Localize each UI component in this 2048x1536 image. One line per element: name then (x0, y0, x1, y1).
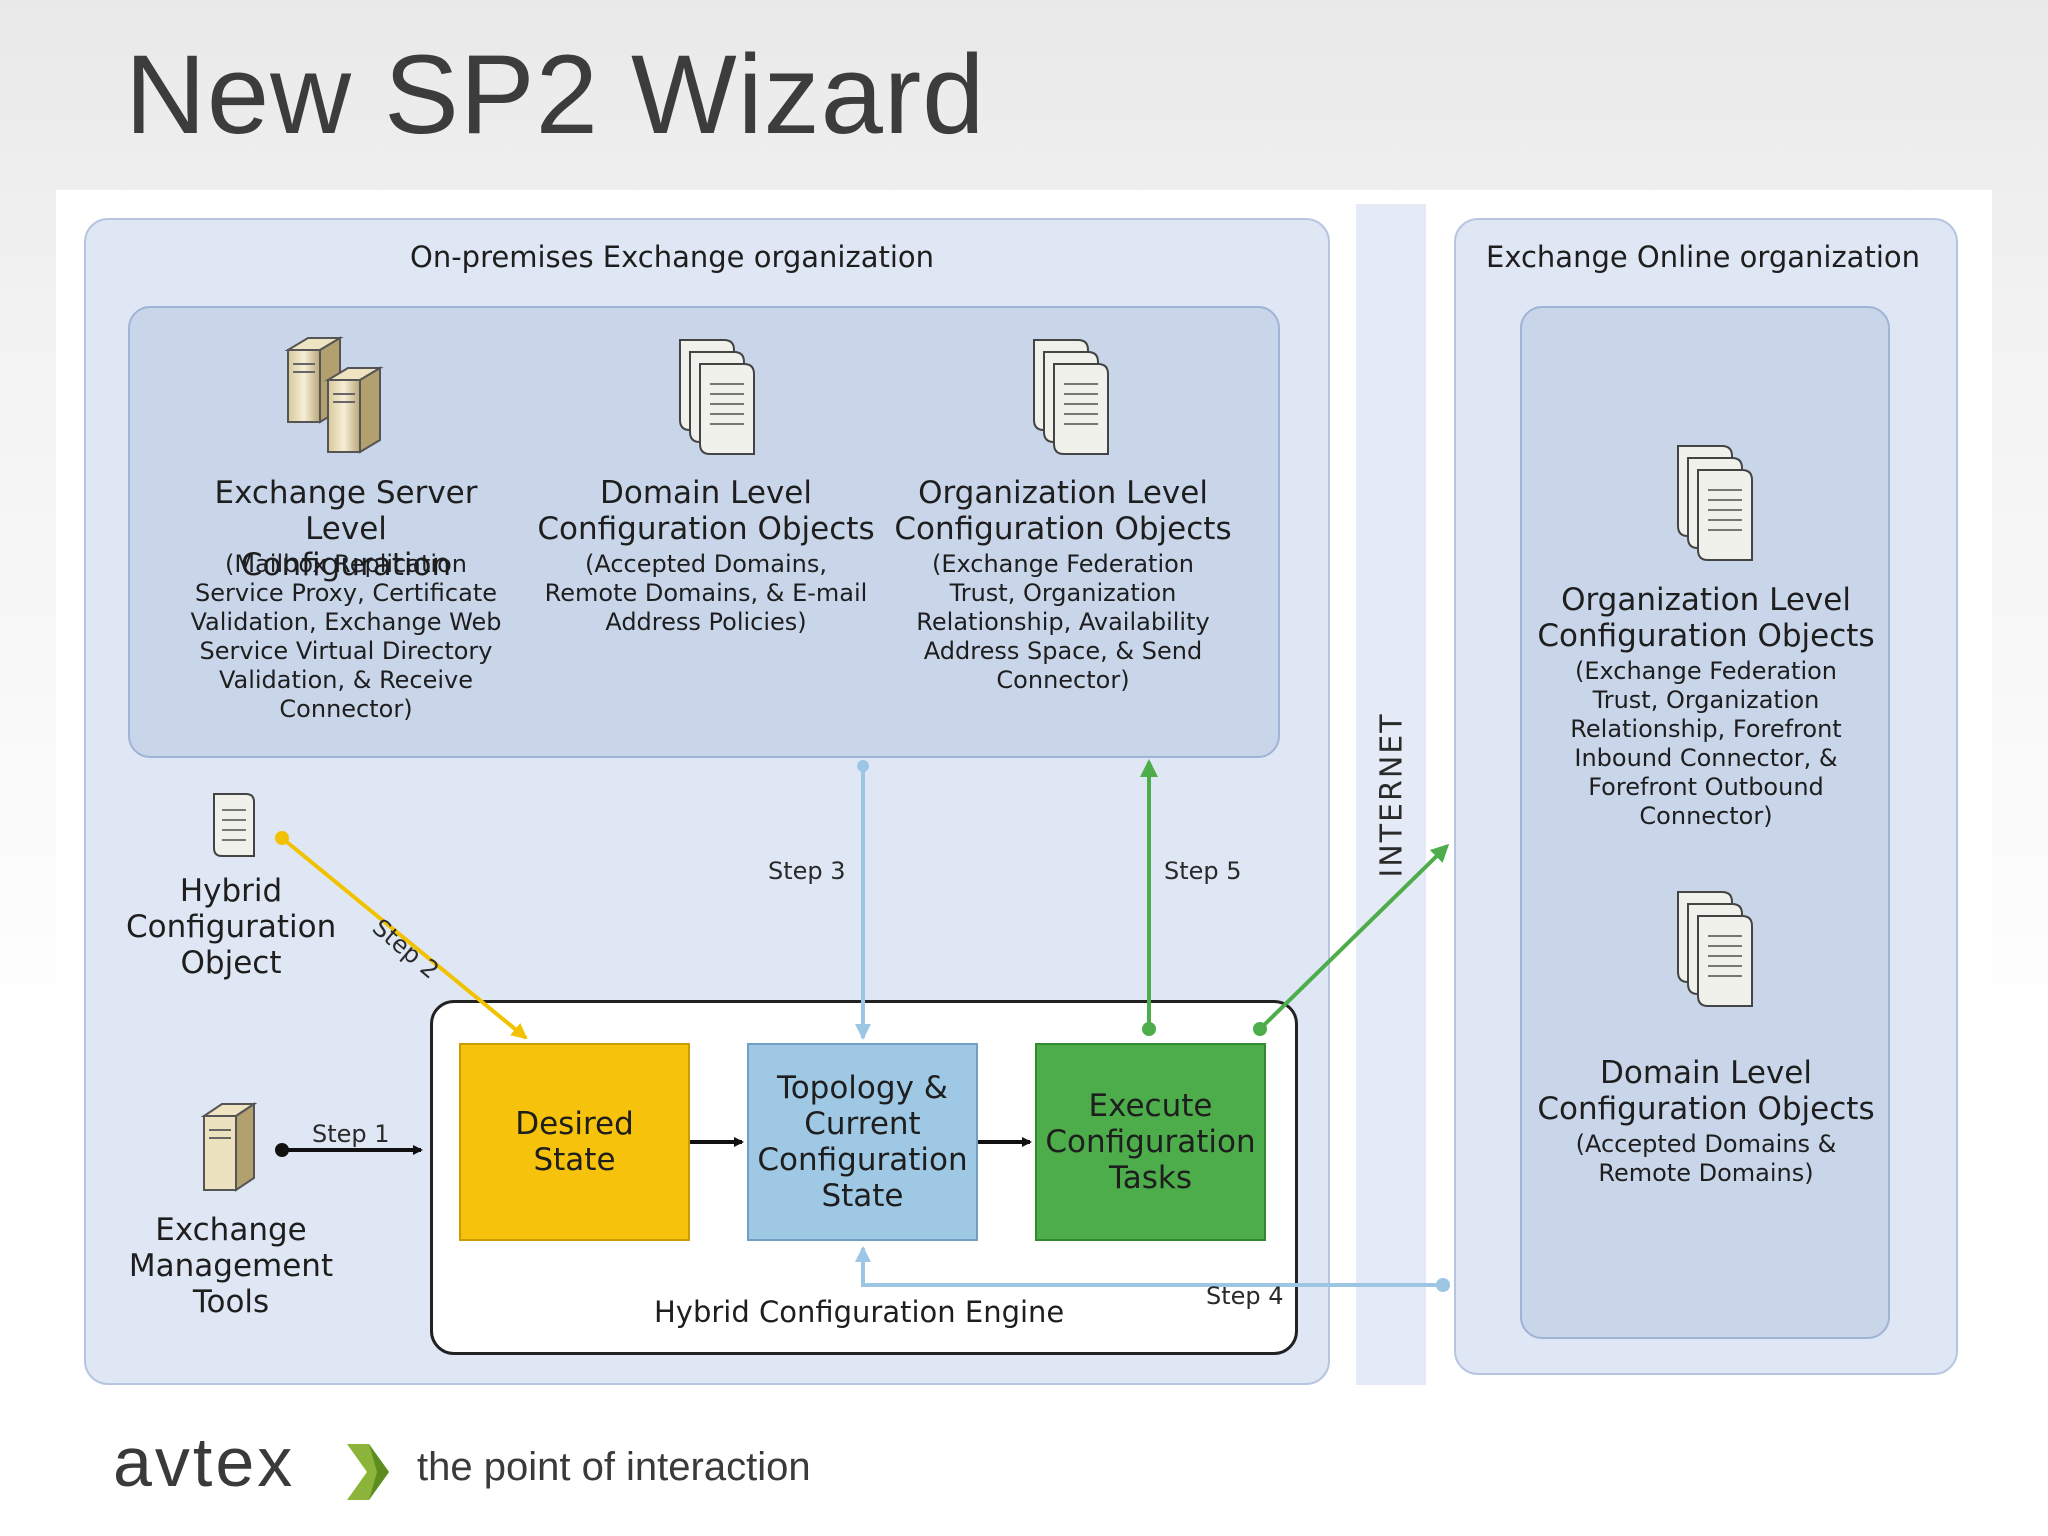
desired-state-label: Desired State (515, 1106, 634, 1178)
step5-label: Step 5 (1164, 857, 1242, 885)
online-org-title: Exchange Online organization (1486, 240, 1920, 274)
step4-arrow (855, 1246, 1450, 1292)
domain-config-title: Domain Level Configuration Objects (537, 475, 875, 547)
execute-tasks-box: Execute Configuration Tasks (1035, 1043, 1266, 1241)
scroll-stack-icon (679, 339, 755, 455)
topology-state-box: Topology & Current Configuration State (747, 1043, 978, 1241)
hybrid-object-label: Hybrid Configuration Object (126, 873, 337, 981)
desired-state-box: Desired State (459, 1043, 690, 1241)
flow-arrows (275, 759, 1450, 1292)
avtex-logo: avtex (113, 1423, 296, 1501)
engine-label: Hybrid Configuration Engine (654, 1295, 1065, 1329)
chevron-right-icon (347, 1444, 389, 1500)
server-icon (200, 1102, 258, 1192)
step5-arrow (1140, 759, 1158, 1036)
scroll-stack-icon (1677, 445, 1753, 561)
server-config-title: Exchange Server Level Configuration (214, 475, 478, 583)
step1-arrow (275, 1143, 423, 1157)
footer-tagline: the point of interaction (417, 1445, 811, 1489)
step3-label: Step 3 (768, 857, 846, 885)
scroll-icon (213, 793, 255, 857)
online-domain-config-title: Domain Level Configuration Objects (1537, 1055, 1875, 1127)
onprem-org-title: On-premises Exchange organization (410, 240, 935, 274)
execute-tasks-label: Execute Configuration Tasks (1045, 1088, 1256, 1196)
online-domain-config-desc: (Accepted Domains & Remote Domains) (1575, 1130, 1837, 1187)
step4-label: Step 4 (1206, 1282, 1284, 1310)
step3-arrow (855, 760, 871, 1040)
internet-strip (1356, 204, 1426, 1385)
online-org-config-title: Organization Level Configuration Objects (1537, 582, 1875, 654)
step1-label: Step 1 (312, 1120, 390, 1148)
scroll-stack-icon (1033, 339, 1109, 455)
step2-arrow (275, 831, 528, 1040)
mgmt-tools-label: Exchange Management Tools (128, 1212, 334, 1320)
scroll-stack-icon (1677, 891, 1753, 1007)
topology-state-label: Topology & Current Configuration State (757, 1070, 968, 1214)
org-config-title: Organization Level Configuration Objects (894, 475, 1232, 547)
online-org-config-desc: (Exchange Federation Trust, Organization… (1570, 657, 1842, 830)
org-config-desc: (Exchange Federation Trust, Organization… (916, 550, 1210, 694)
server-pair-icon (284, 336, 384, 454)
domain-config-desc: (Accepted Domains, Remote Domains, & E-m… (544, 550, 868, 636)
slide-title: New SP2 Wizard (125, 32, 986, 157)
internet-arrow (1253, 843, 1450, 1036)
server-config-desc: (Mailbox Replication Service Proxy, Cert… (190, 550, 502, 723)
hybrid-diagram: On-premises Exchange organization Exchan… (56, 190, 1992, 1385)
